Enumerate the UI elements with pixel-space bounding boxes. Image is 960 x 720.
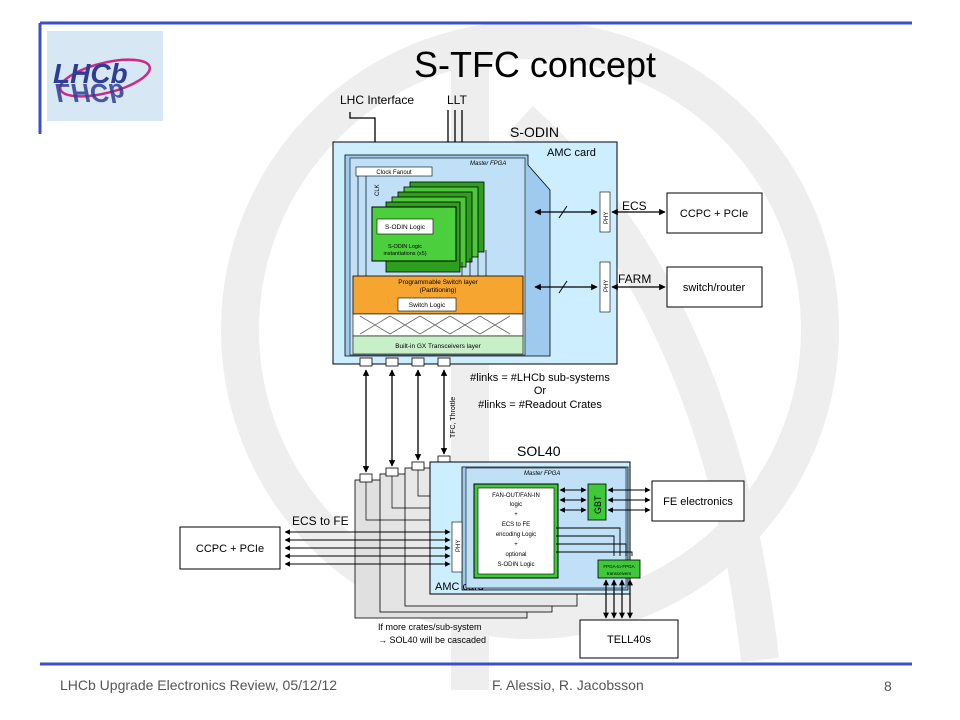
gbt-block [587, 483, 607, 521]
sodin-label: S-ODIN [510, 124, 559, 140]
fan-line-4: encoding Logic [496, 532, 536, 538]
fpga-to-fpga-label-1: FPGA-to-FPGA [603, 564, 634, 569]
vertical-interconnects [362, 369, 448, 473]
amc-card-top-label: AMC card [547, 147, 596, 159]
phy-ecs-block [599, 191, 611, 233]
sodin-logic-label: S-ODIN Logic [385, 224, 426, 231]
crossbar [352, 313, 524, 337]
master-fpga-bottom-label: Master FPGA [524, 471, 560, 477]
phy-farm-block [599, 261, 611, 313]
llt-label: LLT [447, 93, 467, 107]
clk-label: CLK [375, 184, 381, 196]
page-number: 8 [884, 678, 892, 694]
fan-logic-inner [477, 487, 555, 575]
switch-router-label: switch/router [683, 282, 746, 294]
sodin-side-arrows [534, 205, 666, 294]
sol40-label: SOL40 [517, 443, 561, 459]
gbt-label: GBT [593, 495, 603, 514]
ccpc-pcie-top-label: CCPC + PCIe [680, 208, 748, 220]
ecs-to-fe-label: ECS to FE [292, 514, 349, 528]
fan-line-1: logic [510, 502, 522, 508]
ecs-to-fe-arrows [284, 529, 451, 567]
fe-electronics-label: FE electronics [663, 496, 733, 508]
sodin-instances-label-1: S-ODIN Logic [388, 244, 422, 250]
phy-sol40-label: PHY [456, 540, 462, 552]
footer-authors: F. Alessio, R. Jacobsson [492, 677, 644, 693]
clock-fanout-box [355, 166, 433, 177]
fan-line-7: S-ODIN Logic [497, 562, 534, 568]
links-label-1: #links = #LHCb sub-systems [470, 372, 610, 384]
switch-router-box [666, 266, 763, 308]
fan-line-5: + [514, 542, 518, 548]
ccpc-pcie-bottom-label: CCPC + PCIe [196, 543, 264, 555]
tfc-throttle-label: TFC, Throttle [450, 397, 457, 438]
switch-logic-box [397, 297, 457, 312]
farm-label: FARM [618, 272, 651, 286]
switch-layer-label-1: Programmable Switch layer [398, 279, 478, 286]
fe-electronics-box [651, 480, 745, 522]
links-label-3: #links = #Readout Crates [478, 399, 602, 411]
master-fpga-top-label: Master FPGA [470, 161, 506, 167]
internal-links [357, 176, 487, 276]
ecs-label: ECS [622, 199, 647, 213]
fan-to-transceiver-links [556, 527, 633, 556]
cascade-label-2: → SOL40 will be cascaded [378, 635, 486, 645]
tell40-arrows [603, 579, 633, 619]
lhcb-logo: LHCb LHCb [47, 31, 163, 121]
fan-line-2: + [514, 512, 518, 518]
crossbar-lines [359, 315, 511, 335]
slide-title: S-TFC concept [413, 44, 657, 85]
phy-sol40-block [451, 521, 463, 573]
tell40s-label: TELL40s [607, 634, 652, 646]
sodin-ports [359, 357, 451, 367]
svg-text:LHCb: LHCb [55, 78, 124, 108]
footer-review-label: LHCb Upgrade Electronics Review, 05/12/1… [60, 677, 338, 693]
sodin-instances-label-2: instantiations (x5) [383, 251, 426, 257]
switch-logic-label: Switch Logic [409, 302, 446, 309]
ccpc-pcie-top-box [666, 192, 763, 234]
tell40s-box [579, 619, 679, 659]
fpga-to-fpga-label-2: transceivers [607, 571, 632, 576]
fan-line-0: FAN-OUT/FAN-IN [492, 493, 540, 499]
gx-layer-label: Built-in GX Transceivers layer [395, 343, 481, 350]
clock-fanout-label: Clock Fanout [376, 170, 412, 176]
phy-farm-label: PHY [604, 280, 610, 292]
gbt-links [559, 487, 651, 513]
lhc-interface-label: LHC Interface [340, 93, 414, 107]
phy-ecs-label: PHY [604, 212, 610, 224]
switch-layer-label-2: (Partitioning) [420, 287, 457, 294]
lhcb-logo-text: LHCb [53, 58, 128, 89]
sodin-logic-box [376, 218, 434, 235]
fpga-to-fpga-box [597, 559, 641, 579]
fan-line-3: ECS to FE [502, 522, 530, 528]
cascade-label-1: If more crates/sub-system [378, 622, 482, 632]
gx-layer [352, 335, 524, 355]
links-label-2: Or [534, 385, 547, 397]
ccpc-pcie-bottom-box [179, 526, 281, 570]
fan-line-6: optional [505, 552, 526, 558]
